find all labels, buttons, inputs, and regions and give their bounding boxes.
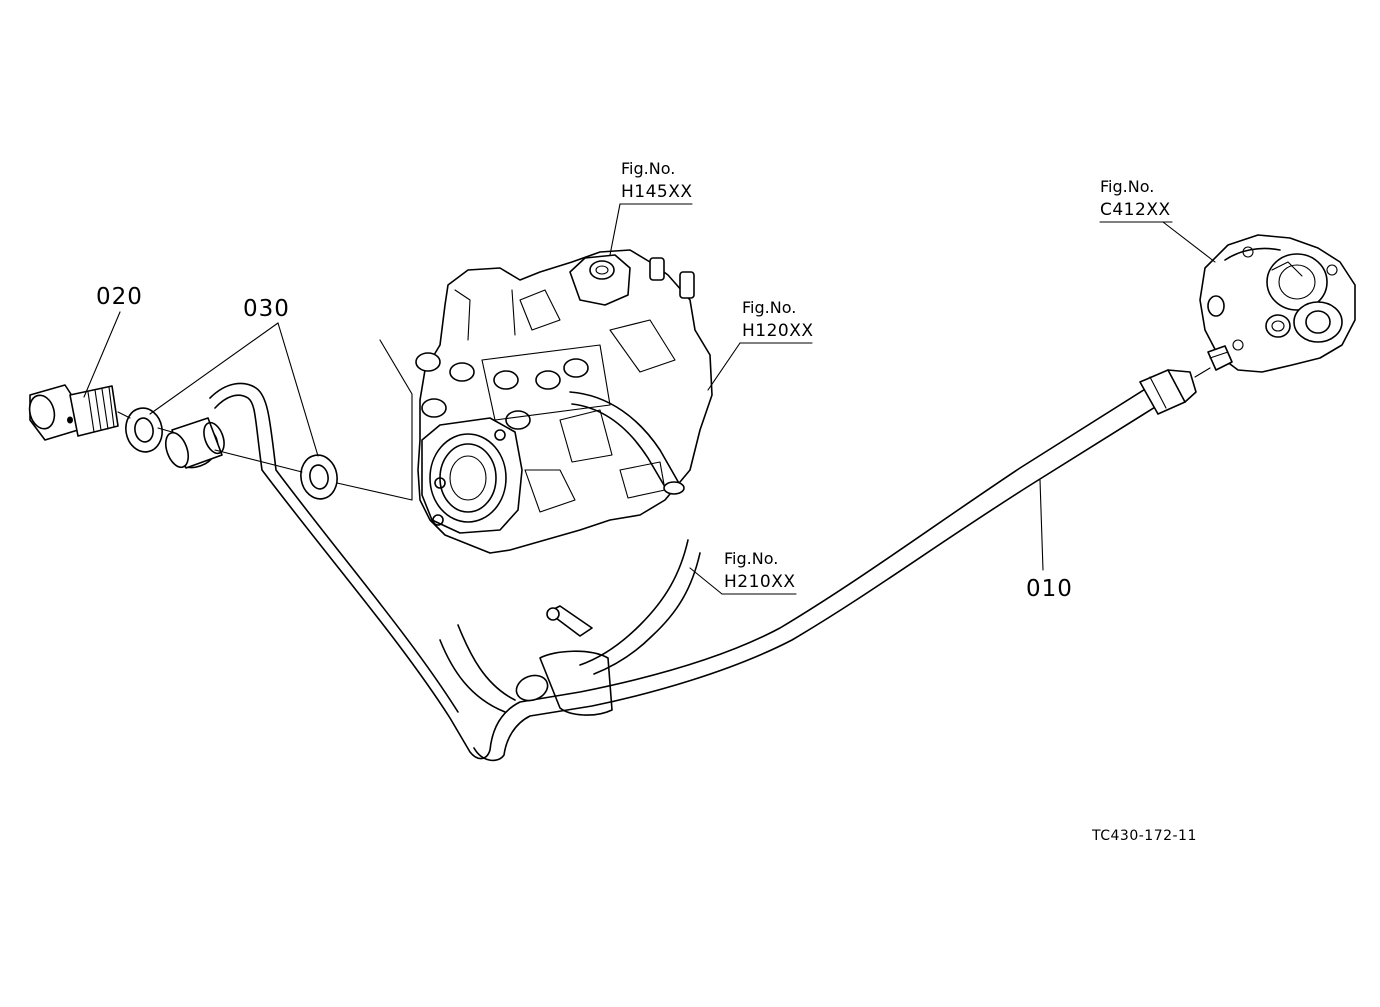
neighbouring-pipe-clamp <box>439 539 701 716</box>
fig-ref-h120-prefix: Fig.No. <box>742 298 797 317</box>
leader-lines <box>83 203 1216 595</box>
drawing-id: TC430-172-11 <box>1092 828 1197 844</box>
fig-ref-c412-code: C412XX <box>1100 200 1171 220</box>
hydraulic-pump-assembly <box>415 249 713 554</box>
callout-010: 010 <box>1026 576 1073 602</box>
callout-030: 030 <box>243 296 290 322</box>
banjo-bolt-020 <box>28 384 119 441</box>
fig-ref-h145-code: H145XX <box>621 182 693 202</box>
fig-ref-h210-code: H210XX <box>724 572 796 592</box>
seal-washer-030-right <box>300 454 338 500</box>
seal-washer-030-left <box>125 407 163 453</box>
fig-ref-h210-prefix: Fig.No. <box>724 549 779 568</box>
hydraulic-pipe-010 <box>164 369 1197 762</box>
hydraulic-motor-component <box>1199 234 1356 373</box>
fig-ref-h145-prefix: Fig.No. <box>621 159 676 178</box>
fig-ref-h120-code: H120XX <box>742 321 814 341</box>
assembly-center-lines <box>117 339 1211 501</box>
fig-ref-c412-prefix: Fig.No. <box>1100 177 1155 196</box>
callout-020: 020 <box>96 284 143 310</box>
